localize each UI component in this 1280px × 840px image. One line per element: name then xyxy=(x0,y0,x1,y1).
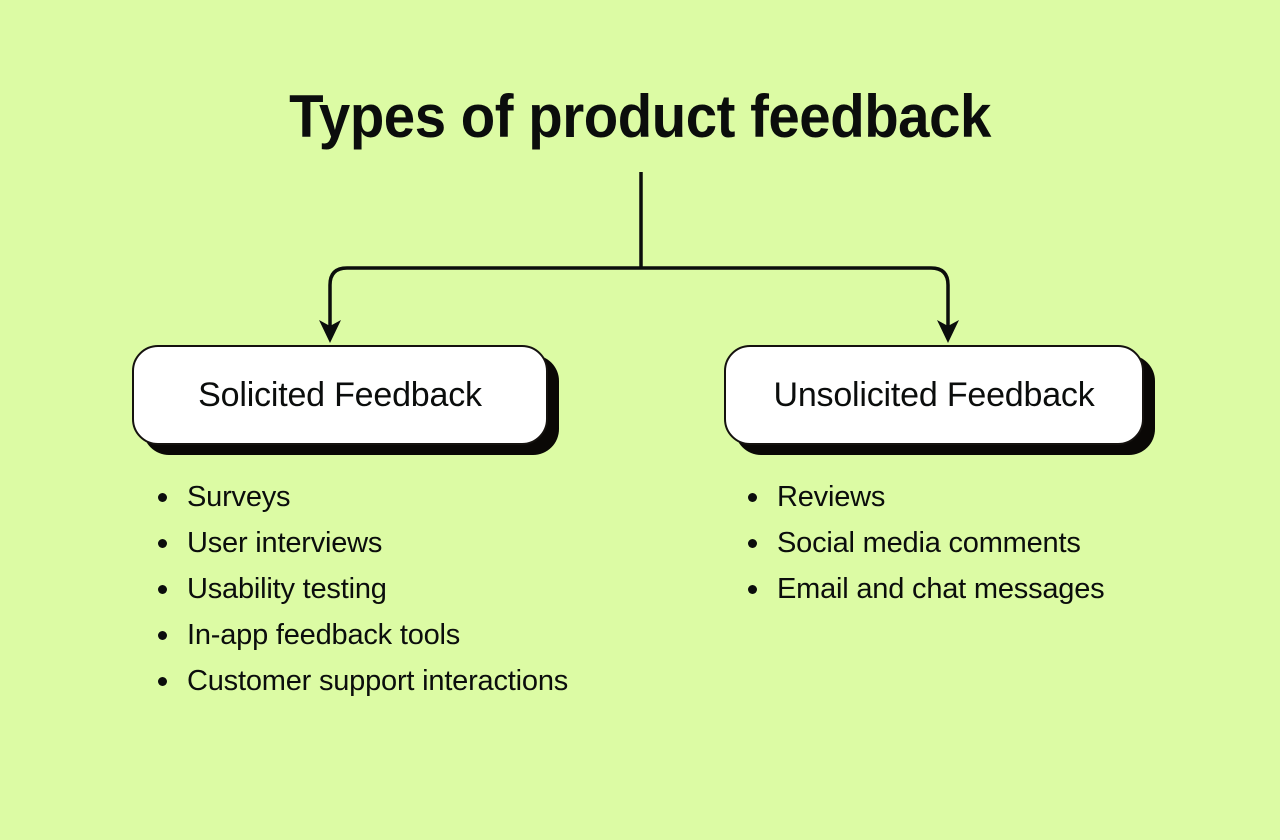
page-title: Types of product feedback xyxy=(289,83,991,150)
list-item: Social media comments xyxy=(745,520,1195,566)
bullet-list-unsolicited: Reviews Social media comments Email and … xyxy=(745,474,1195,612)
arrowhead-right-icon xyxy=(937,320,959,343)
bullet-dot-icon xyxy=(158,493,167,502)
connector-branch-bar xyxy=(328,266,950,338)
list-item-label: Usability testing xyxy=(187,573,387,605)
list-item-label: Social media comments xyxy=(777,527,1081,559)
list-item: Reviews xyxy=(745,474,1195,520)
list-item-label: Customer support interactions xyxy=(187,665,569,697)
list-item-label: User interviews xyxy=(187,527,383,559)
node-box-solicited[interactable]: Solicited Feedback xyxy=(132,345,548,445)
list-item-label: Reviews xyxy=(777,481,886,513)
list-item-label: In-app feedback tools xyxy=(187,619,461,651)
node-box-unsolicited[interactable]: Unsolicited Feedback xyxy=(724,345,1144,445)
list-item-label: Surveys xyxy=(187,481,291,513)
list-item: User interviews xyxy=(155,520,585,566)
list-item: Usability testing xyxy=(155,566,585,612)
node-box-solicited-label: Solicited Feedback xyxy=(198,375,482,414)
bullet-dot-icon xyxy=(748,585,757,594)
arrowhead-left-icon xyxy=(319,320,341,343)
list-item: In-app feedback tools xyxy=(155,612,585,658)
list-item: Email and chat messages xyxy=(745,566,1195,612)
bullet-dot-icon xyxy=(158,677,167,686)
list-item: Customer support interactions xyxy=(155,658,585,704)
bullet-dot-icon xyxy=(748,493,757,502)
bullet-dot-icon xyxy=(158,539,167,548)
list-item-label: Email and chat messages xyxy=(777,573,1105,605)
bullet-list-solicited: Surveys User interviews Usability testin… xyxy=(155,474,585,704)
bullet-dot-icon xyxy=(748,539,757,548)
list-item: Surveys xyxy=(155,474,585,520)
bullet-dot-icon xyxy=(158,631,167,640)
node-box-unsolicited-label: Unsolicited Feedback xyxy=(773,375,1095,414)
bullet-dot-icon xyxy=(158,585,167,594)
